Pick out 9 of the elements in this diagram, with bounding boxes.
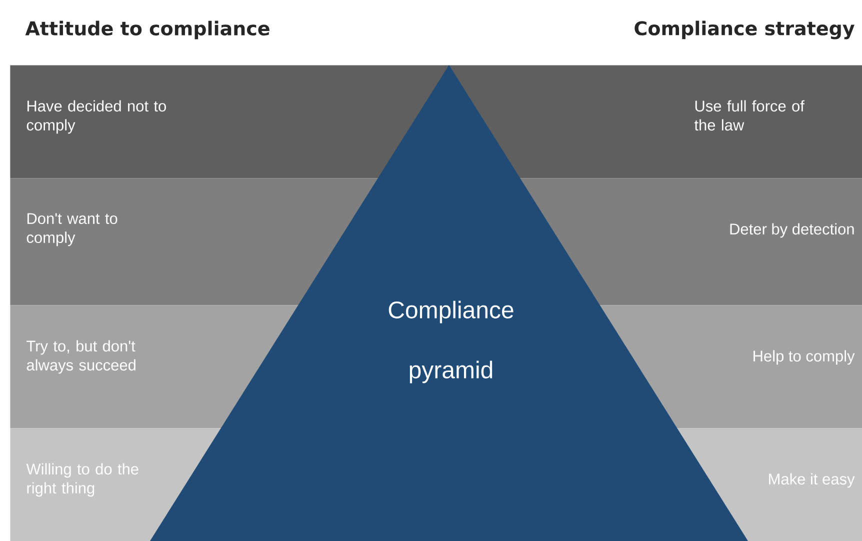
band-text: Try to, but don't always succeed: [26, 340, 136, 374]
band-text: Make it easy: [769, 473, 855, 488]
band: [449, 65, 862, 178]
band: [10, 65, 450, 178]
band-text: Don't want to comply: [26, 213, 118, 246]
band-text: Help to comply: [754, 350, 855, 365]
column-heading: Compliance strategy: [634, 20, 854, 40]
column-heading: Attitude to compliance: [25, 20, 270, 40]
band-text: Willing to do the right thing: [26, 463, 138, 497]
